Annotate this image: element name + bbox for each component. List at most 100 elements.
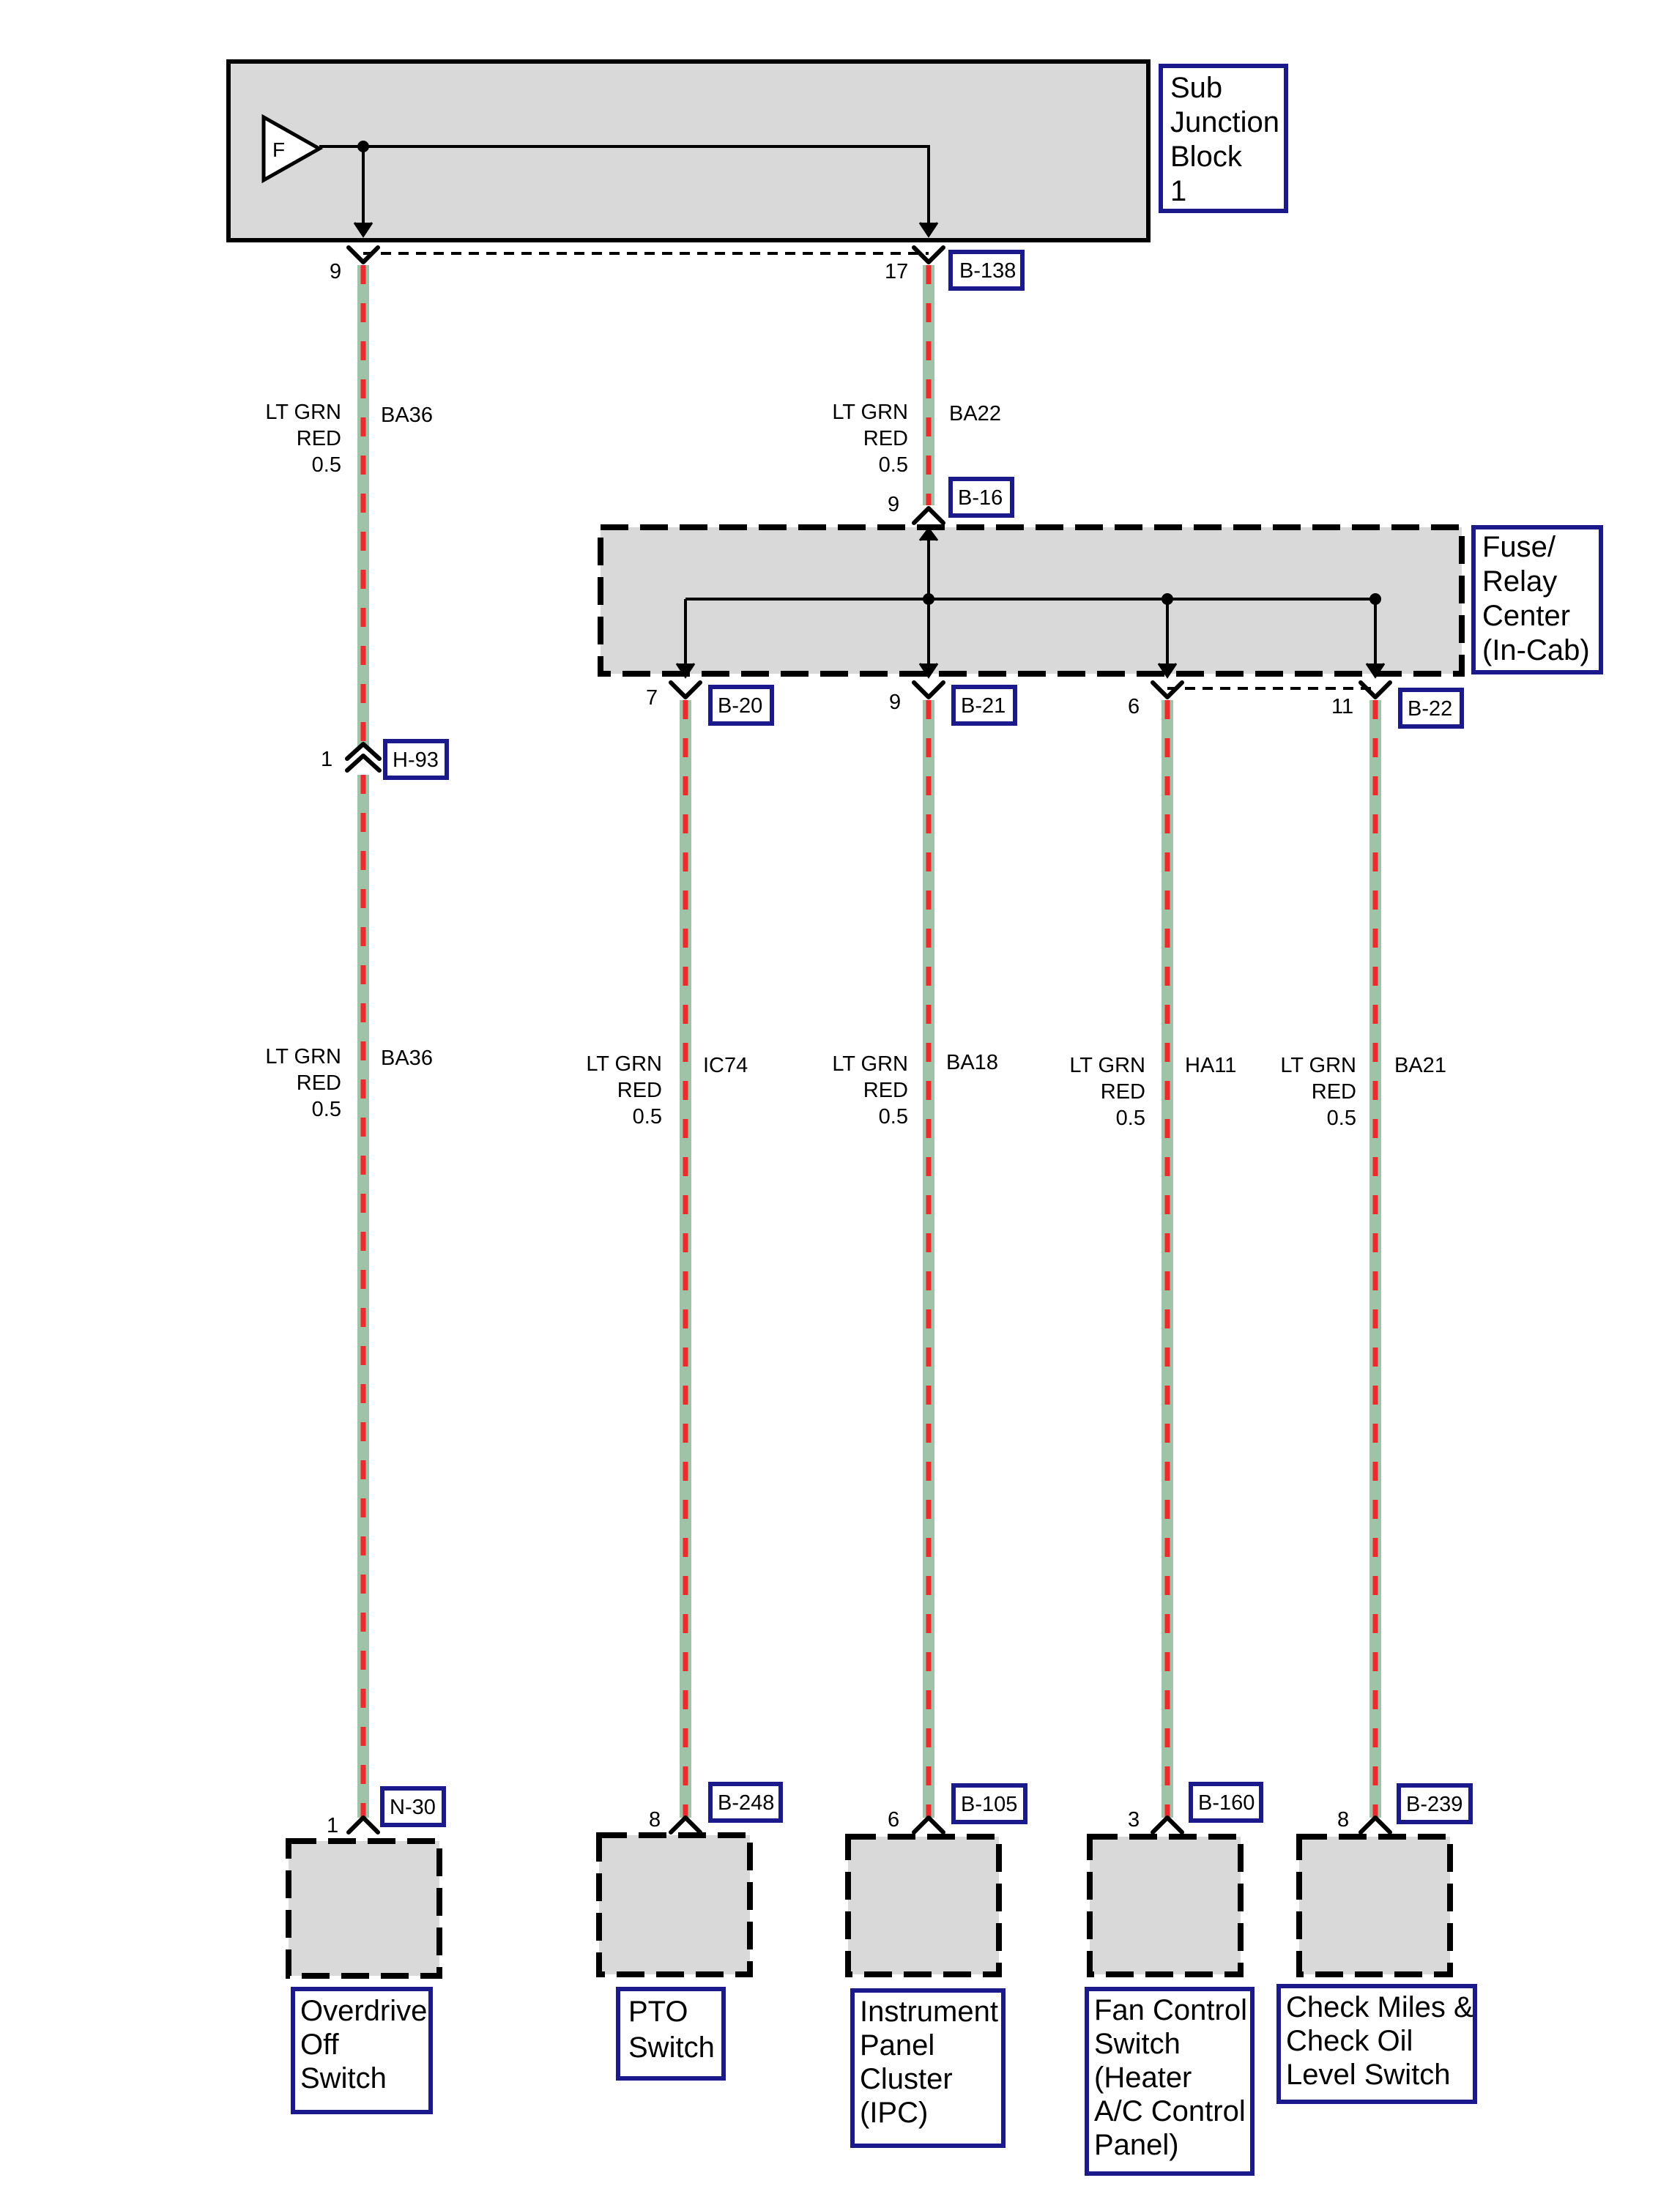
- pin-chevron: [912, 506, 945, 525]
- wire-color-label: RED: [297, 1071, 341, 1095]
- overdrive-off-switch-body: [286, 1838, 442, 1979]
- pin-chevron: [1359, 1815, 1392, 1834]
- sub-junction-block-body: [226, 59, 1151, 242]
- frc-label-line: Center: [1482, 600, 1570, 632]
- component-pin: 1: [327, 1814, 338, 1837]
- component-label-line: (Heater: [1094, 2062, 1192, 2094]
- wire-color-label: RED: [1312, 1080, 1356, 1104]
- sjb-bus-right: [319, 145, 930, 233]
- connector-b16: B-16: [958, 486, 1003, 510]
- connector-b239: B-239: [1406, 1793, 1462, 1816]
- frc-arrow-up: [918, 527, 939, 541]
- wire-color-label: LT GRN: [265, 401, 341, 424]
- check-miles-oil-switch-body: [1296, 1834, 1453, 1977]
- connector-b248: B-248: [718, 1791, 774, 1815]
- component-label-line: Overdrive: [300, 1995, 427, 2027]
- wire-color-label: LT GRN: [832, 401, 908, 424]
- pin-chevron: [912, 680, 945, 699]
- connector-b239-box: [1397, 1783, 1473, 1824]
- sjb-label-line: 1: [1170, 175, 1186, 207]
- frc-output-pin: 6: [1128, 695, 1140, 718]
- sjb-label-box: [1159, 64, 1288, 213]
- connector-b21-box: [951, 685, 1017, 726]
- frc-splice-dot: [923, 593, 934, 605]
- component-label-line: Level Switch: [1286, 2059, 1451, 2091]
- fan-control-switch-body: [1087, 1834, 1244, 1977]
- inline-chevron-lower: [345, 754, 382, 773]
- wire-color-label: RED: [1101, 1080, 1145, 1104]
- wire-color-label: RED: [863, 427, 908, 450]
- connector-b248-box: [708, 1782, 783, 1823]
- pin-chevron: [669, 680, 702, 699]
- component-label-line: Switch: [300, 2062, 387, 2094]
- pin-chevron: [669, 1815, 702, 1834]
- frc-splice-dot: [1369, 593, 1381, 605]
- frc-output-pin: 7: [646, 686, 658, 710]
- connector-b20: B-20: [718, 694, 762, 718]
- frc-output-pin: 9: [889, 691, 901, 714]
- wire-circuit-label: HA11: [1185, 1054, 1236, 1077]
- source-f-symbol: F: [261, 114, 324, 184]
- wire-color-label: LT GRN: [832, 1052, 908, 1076]
- frc-label-line: Fuse/: [1482, 531, 1556, 563]
- connector-b138: B-138: [959, 259, 1016, 283]
- frc-arrow-down: [675, 663, 696, 679]
- frc-label-line: Relay: [1482, 565, 1557, 598]
- component-label-line: Fan Control: [1094, 1994, 1247, 2026]
- pin-chevron: [346, 1815, 380, 1834]
- inline-connector-pin: 1: [321, 748, 332, 771]
- connector-h93: H-93: [393, 748, 439, 772]
- connector-b20-box: [708, 685, 774, 726]
- fan-control-switch-label: Fan Control Switch (Heater A/C Control P…: [1085, 1987, 1255, 2176]
- inline-chevron-upper: [345, 742, 382, 761]
- pin-chevron: [1151, 1815, 1184, 1834]
- frc-splice-dot: [1161, 593, 1173, 605]
- sub-junction-block: F Sub Junction Block 1: [226, 59, 1288, 242]
- connector-b138-box: [948, 250, 1025, 291]
- connector-b105: B-105: [961, 1793, 1017, 1816]
- connector-b160-box: [1189, 1782, 1263, 1823]
- ipc-label: Instrument Panel Cluster (IPC): [850, 1988, 1006, 2148]
- pin-chevron: [1359, 680, 1392, 699]
- component-label-line: (IPC): [860, 2097, 928, 2129]
- sjb-splice-dot: [357, 141, 369, 152]
- sjb-label-line: Block: [1170, 141, 1243, 173]
- wire-size-label: 0.5: [879, 1105, 908, 1129]
- wire-color-label: RED: [863, 1079, 908, 1102]
- wire-color-label: LT GRN: [1069, 1054, 1145, 1077]
- wire-size-label: 0.5: [312, 453, 341, 477]
- component-label-line: Check Miles &: [1286, 1991, 1473, 2023]
- frc-arrow-down: [1365, 663, 1386, 679]
- connector-b105-box: [951, 1783, 1027, 1824]
- wire-circuit-label: BA22: [949, 402, 1001, 425]
- sjb-label-line: Sub: [1170, 72, 1222, 104]
- sjb-pin-17: 17: [885, 260, 908, 283]
- component-pin: 6: [888, 1808, 899, 1832]
- component-label-line: Panel: [860, 2029, 934, 2062]
- sjb-arrow-right: [918, 222, 939, 238]
- wire-color-label: LT GRN: [1280, 1054, 1356, 1077]
- connector-b22-box: [1398, 688, 1464, 729]
- component-label-line: Panel): [1094, 2129, 1179, 2161]
- sjb-arrow-left: [353, 222, 373, 238]
- pin-chevron: [1151, 680, 1184, 699]
- wire-size-label: 0.5: [879, 453, 908, 477]
- connector-h93-box: [383, 739, 449, 780]
- sjb-pin-9: 9: [330, 260, 341, 283]
- sjb-label-line: Junction: [1170, 106, 1279, 138]
- source-f-label: F: [272, 138, 285, 161]
- component-label-line: Cluster: [860, 2063, 953, 2095]
- wire-color-label: RED: [297, 427, 341, 450]
- wire-color-label: LT GRN: [586, 1052, 662, 1076]
- fuse-relay-center: Fuse/ Relay Center (In-Cab): [598, 524, 1603, 679]
- component-label-line: Instrument: [860, 1996, 998, 2028]
- ipc-body: [845, 1834, 1002, 1977]
- component-label-line: Switch: [628, 2031, 715, 2064]
- frc-arrow-down: [918, 663, 939, 679]
- pin-chevron: [912, 245, 945, 264]
- component-label-line: Check Oil: [1286, 2025, 1413, 2057]
- wire-size-label: 0.5: [312, 1098, 341, 1121]
- component-pin: 8: [1337, 1808, 1349, 1832]
- component-label-line: Switch: [1094, 2028, 1181, 2060]
- connector-b21: B-21: [961, 694, 1006, 718]
